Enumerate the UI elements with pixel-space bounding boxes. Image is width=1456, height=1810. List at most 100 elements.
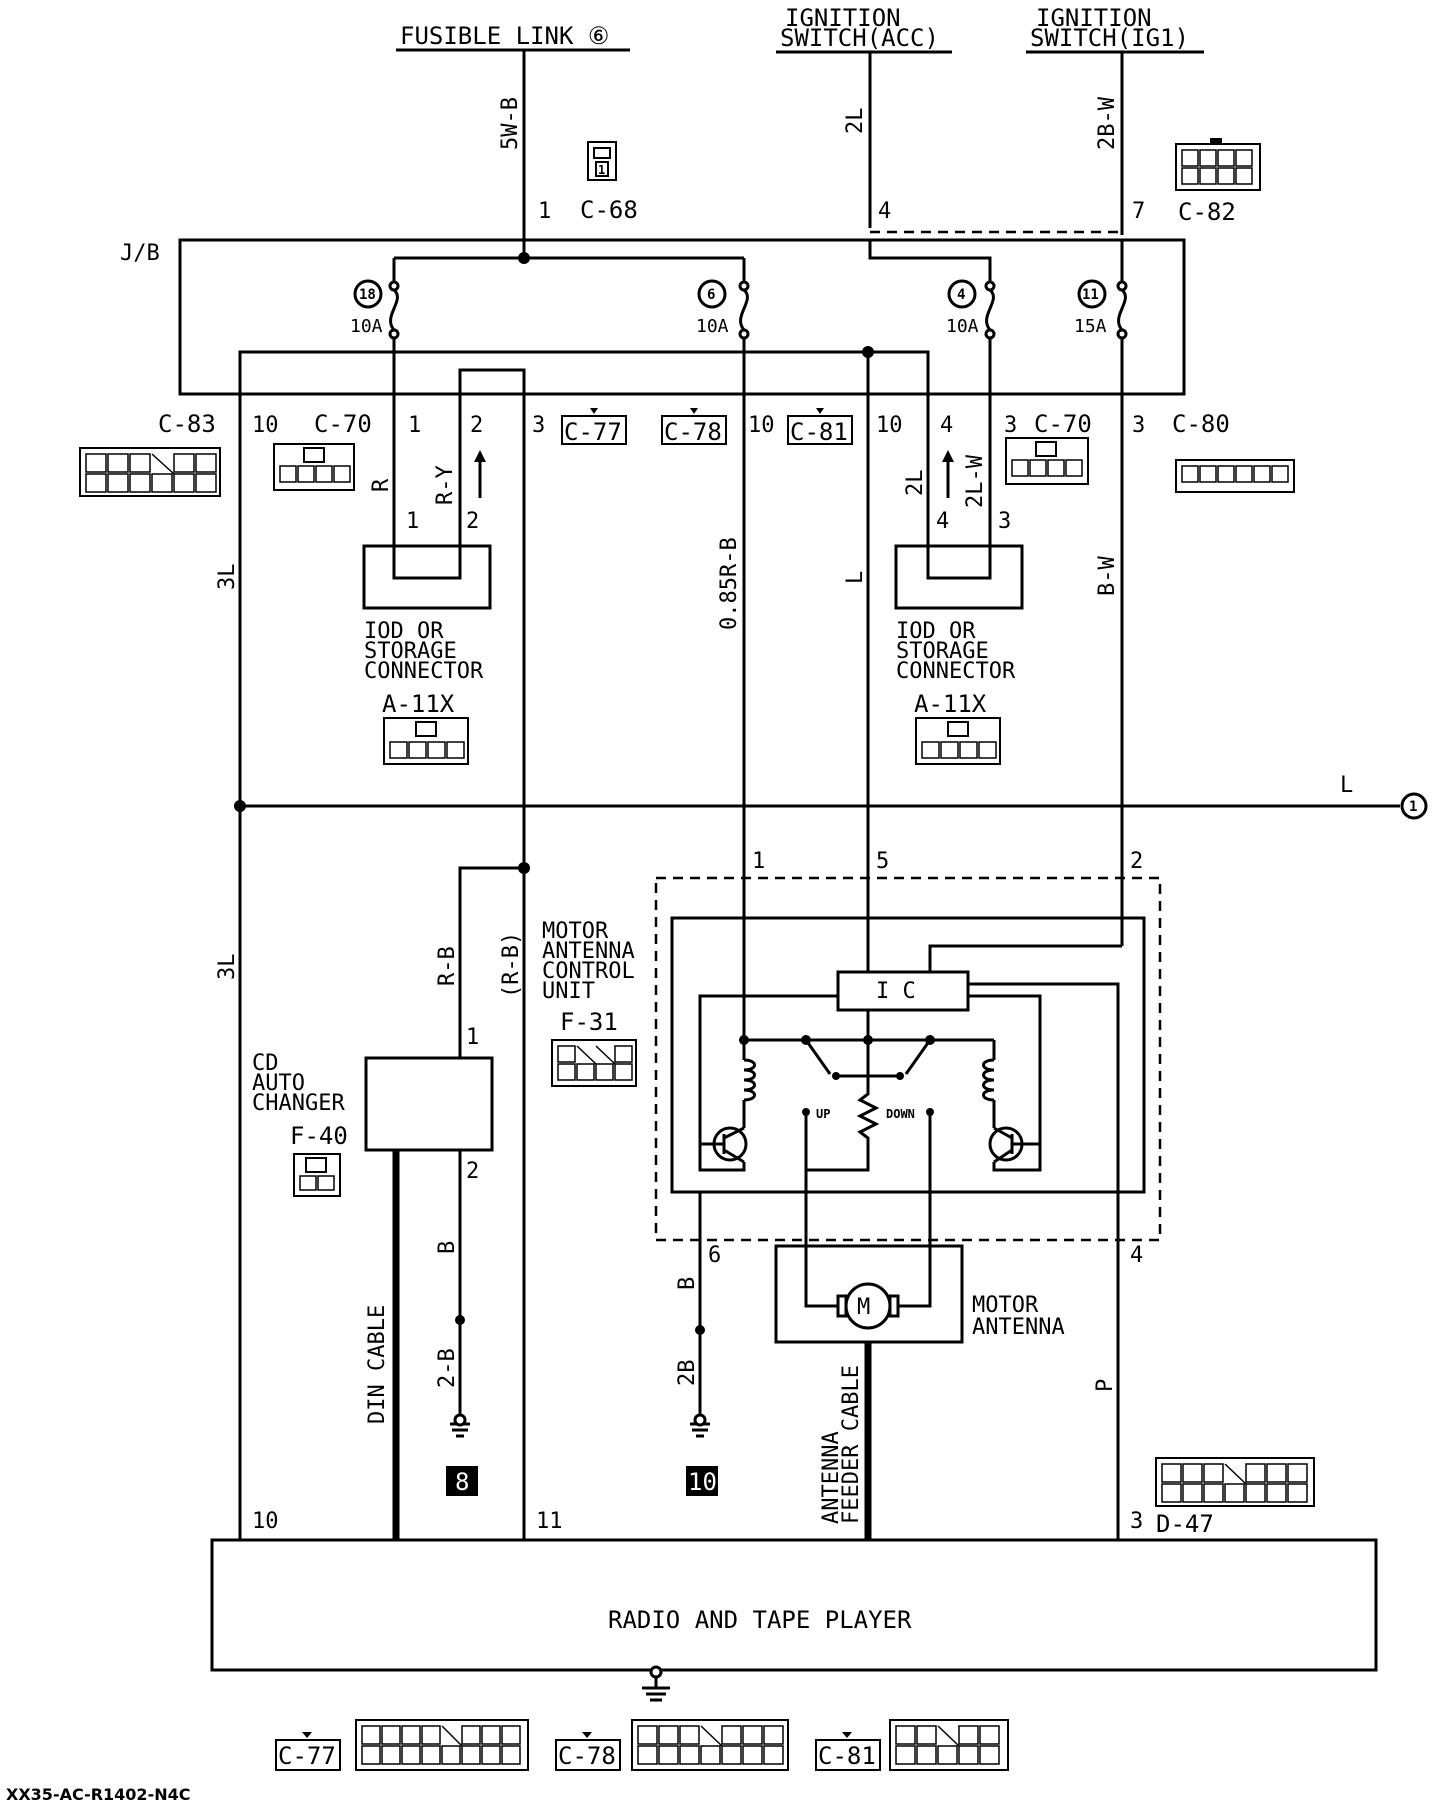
transistor-left-icon	[700, 1126, 748, 1164]
c68-label: C-68	[580, 196, 638, 224]
junction-block: J/B 18 10A 6 10A 4 10A	[120, 238, 1186, 396]
radio-pin-10: 10	[252, 1509, 279, 1534]
c70b-pin-4: 4	[940, 413, 953, 438]
ground-10-badge: 10	[688, 1468, 717, 1496]
l-bus: L 1	[234, 773, 1428, 820]
motor-antenna-control-unit: 1 5 2 I C	[542, 849, 1162, 1268]
iod-b-pin-4: 4	[936, 509, 949, 534]
a11x-b-connector-icon	[915, 717, 1001, 765]
mac-pin-6: 6	[708, 1243, 721, 1268]
wire-5w-b: 5W-B	[498, 97, 523, 150]
ic-label: I C	[876, 979, 916, 1004]
motor-antenna-label-1: MOTOR	[972, 1293, 1039, 1318]
d47-connector-icon	[1155, 1457, 1315, 1507]
b-c78-connector: C-78	[555, 1719, 789, 1771]
radio-pin-3: 3	[1130, 1509, 1143, 1534]
fuse-11-amp: 15A	[1074, 316, 1107, 337]
lower-right-wires: B 2B 10 P D-47	[675, 1240, 1315, 1540]
c81-pin-10: 10	[876, 413, 903, 438]
mac-label-2: ANTENNA	[542, 939, 635, 964]
iod-a-pin-2: 2	[466, 509, 479, 534]
pin-1-c68: 1	[538, 199, 551, 224]
c70b-pin-3: 3	[1004, 413, 1017, 438]
connector-row: C-83 10 C-70 1 2 3 10 10 4 3 C-70 3 C-80…	[79, 408, 1295, 497]
c80-label: C-80	[1172, 410, 1230, 438]
b-c77-label: C-77	[278, 1742, 336, 1770]
f40-label: F-40	[290, 1122, 348, 1150]
c81-top-label: C-81	[790, 418, 848, 446]
iod-a-label-2: STORAGE	[364, 639, 457, 664]
wire-b-w: B-W	[1095, 556, 1120, 596]
fusible-link-label: FUSIBLE LINK ⑥	[400, 22, 609, 50]
c78-top-label: C-78	[664, 418, 722, 446]
motor-antenna-label-2: ANTENNA	[972, 1315, 1065, 1340]
fuse-11-num: 11	[1082, 287, 1099, 303]
c70-pin-1: 1	[408, 413, 421, 438]
motor-antenna: M MOTOR ANTENNA ANTENNA FEEDER CABLE	[774, 1240, 1065, 1540]
radio-and-tape-player: 10 11 3 RADIO AND TAPE PLAYER	[210, 1509, 1378, 1702]
fuse-6-num: 6	[707, 287, 715, 303]
fuse-18: 18 10A	[350, 279, 400, 340]
down-label: DOWN	[886, 1107, 915, 1121]
ignition-acc-label-2: SWITCH(ACC)	[780, 24, 939, 52]
ground-8-badge: 8	[455, 1468, 469, 1496]
pin-7-c82: 7	[1132, 199, 1145, 224]
wire-r: R	[369, 478, 394, 492]
svg-text:1: 1	[598, 163, 605, 177]
mac-label-3: CONTROL	[542, 959, 635, 984]
c80-connector-icon	[1175, 459, 1295, 493]
jb-label: J/B	[120, 241, 160, 266]
fuse-18-amp: 10A	[350, 316, 383, 337]
fuse-6: 6 10A	[696, 279, 750, 340]
c80-pin-3: 3	[1132, 413, 1145, 438]
cd-auto-changer: R-B (R-B) 1 2 B 2-B 8 DIN CABLE CD AUTO …	[252, 866, 524, 1540]
middle-wires: 3L 3L R R-Y 1 2 IOD OR STORAGE CONNECTOR…	[215, 394, 1124, 1540]
iod-a-pin-1: 1	[406, 509, 419, 534]
fuse-18-num: 18	[359, 287, 376, 303]
mac-pin-1: 1	[752, 849, 765, 874]
iod-b-label-3: CONNECTOR	[896, 659, 1016, 684]
c82-label: C-82	[1178, 198, 1236, 226]
bottom-connectors: C-77 C-78 C-81 XX35-AC-R1402-N4C	[6, 1719, 1009, 1804]
radio-label: RADIO AND TAPE PLAYER	[608, 1606, 912, 1634]
mac-pin-4: 4	[1130, 1243, 1143, 1268]
c70a-connector-icon	[273, 443, 355, 491]
mac-label-4: UNIT	[542, 979, 595, 1004]
a11x-label-b: A-11X	[914, 690, 987, 718]
wire-r-b: R-B	[435, 946, 460, 986]
wire-b-cd: B	[435, 1241, 460, 1254]
wire-2l-acc: 2L	[843, 108, 868, 135]
wire-p: P	[1093, 1379, 1118, 1392]
wire-3l-upper: 3L	[215, 564, 240, 591]
f40-connector-icon	[293, 1153, 341, 1197]
iod-a-label-1: IOD OR	[364, 619, 444, 644]
feed-wires: 5W-B 2L 2B-W 1 4 7 C-68 C-82 1	[498, 50, 1261, 258]
c83-connector-icon	[79, 447, 221, 497]
b-c81-connector: C-81	[815, 1719, 1009, 1771]
wire-2b-w: 2B-W	[1095, 96, 1120, 150]
c77-connector-icon: C-77	[561, 408, 627, 446]
c77-top-label: C-77	[564, 418, 622, 446]
b-c78-label: C-78	[558, 1742, 616, 1770]
wire-l-bus: L	[1340, 773, 1353, 798]
wire-085r-b: 0.85R-B	[717, 537, 742, 630]
wire-2l-iod: 2L	[903, 470, 928, 497]
cd-label-1: CD	[252, 1051, 279, 1076]
din-cable-label: DIN CABLE	[365, 1305, 390, 1424]
wire-r-y: R-Y	[433, 465, 458, 505]
wire-2-b: 2-B	[435, 1348, 460, 1388]
cd-pin-2: 2	[466, 1159, 479, 1184]
transistor-right-icon	[988, 1126, 1040, 1164]
a11x-a-connector-icon	[383, 717, 469, 765]
motor-icon: M	[857, 1295, 870, 1320]
ignition-acc-label-1: IGNITION	[785, 4, 901, 32]
iod-b-pin-3: 3	[998, 509, 1011, 534]
c78-pin-10: 10	[748, 413, 775, 438]
iod-b-label-1: IOD OR	[896, 619, 976, 644]
b-c81-label: C-81	[818, 1742, 876, 1770]
f31-connector-icon	[551, 1039, 637, 1087]
wire-r-b-paren: (R-B)	[499, 932, 524, 998]
c82-connector-icon	[1175, 138, 1261, 191]
radio-pin-11: 11	[536, 1509, 563, 1534]
